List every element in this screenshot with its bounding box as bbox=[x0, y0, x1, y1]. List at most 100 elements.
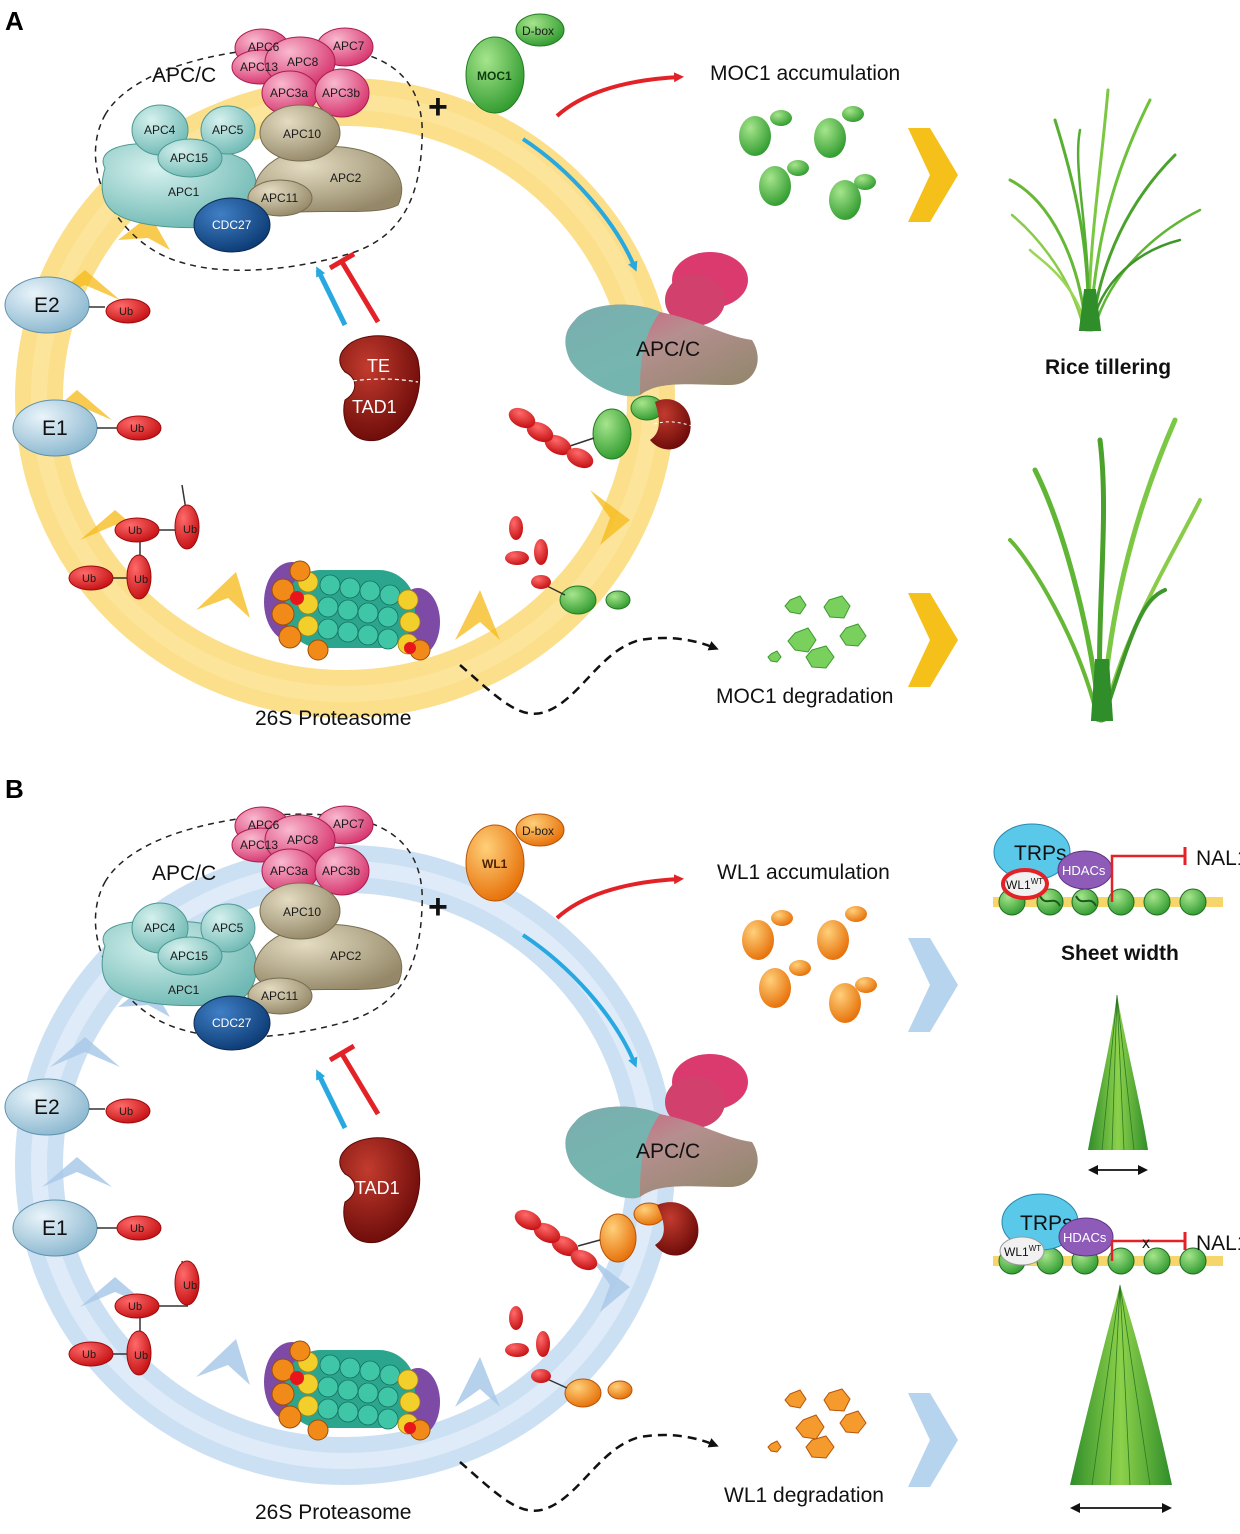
blocked-mark: x bbox=[1142, 1235, 1150, 1252]
ub-label: Ub bbox=[128, 1301, 142, 1313]
ub-label: Ub bbox=[130, 423, 144, 435]
bound-moc1 bbox=[592, 408, 632, 460]
apc-c-boundary bbox=[94, 46, 423, 271]
repression-line bbox=[1110, 854, 1185, 902]
ub-label: Ub bbox=[183, 1280, 197, 1292]
phenotype-chevron bbox=[908, 938, 958, 1032]
cdc27-subunit bbox=[193, 995, 271, 1051]
ub-protein bbox=[114, 1293, 160, 1319]
apc10-label: APC10 bbox=[283, 127, 321, 141]
bound-teal-lobe bbox=[565, 304, 660, 397]
proteasome-active-site bbox=[290, 1371, 304, 1385]
bound-tad1-divider bbox=[653, 421, 693, 427]
apc15-subunit bbox=[157, 138, 223, 178]
ring-arrow bbox=[590, 1257, 630, 1312]
d-box-domain bbox=[842, 106, 864, 122]
proteasome-26s bbox=[264, 1340, 440, 1441]
accumulation-arrow bbox=[555, 72, 684, 118]
panel-b: B APC/C APC6 APC7 APC13 APC8 APC3a A bbox=[4, 774, 1240, 1524]
apc5-subunit bbox=[200, 903, 256, 953]
d-box-domain bbox=[845, 906, 867, 922]
apc15-label: APC15 bbox=[170, 151, 208, 165]
degradation-arrow bbox=[459, 1433, 719, 1512]
ub-protein bbox=[126, 1330, 152, 1376]
bound-teal-lobe bbox=[565, 1106, 660, 1199]
apc3b-subunit bbox=[314, 846, 370, 896]
ub-bond bbox=[577, 1239, 601, 1247]
tad1-label: TAD1 bbox=[355, 1178, 400, 1198]
e2-enzyme bbox=[4, 1078, 90, 1136]
d-box-domain bbox=[787, 160, 809, 176]
degradation-label: MOC1 degradation bbox=[716, 685, 893, 708]
nal1-label: NAL1 bbox=[1196, 1232, 1240, 1255]
apc1-label: APC1 bbox=[168, 185, 200, 199]
wl1-chromatin-label: WL1WT bbox=[1004, 1244, 1041, 1259]
apc3b-label: APC3b bbox=[322, 864, 360, 878]
apc-c-khaki-subunits: APC10 APC2 APC11 bbox=[247, 104, 403, 217]
ub-label: Ub bbox=[134, 574, 148, 586]
ub-protein bbox=[531, 1369, 551, 1383]
wl1-protein bbox=[817, 920, 849, 960]
bound-tad1 bbox=[650, 399, 691, 450]
binding-arrow bbox=[521, 933, 638, 1068]
cdc27-subunit bbox=[193, 197, 271, 253]
apc3b-subunit bbox=[314, 68, 370, 118]
wide-leaf-blade bbox=[1070, 1284, 1172, 1513]
phenotype-label: Rice tillering bbox=[1045, 356, 1171, 379]
rice-plant-reduced bbox=[1008, 417, 1202, 723]
ub-protein bbox=[174, 504, 200, 550]
activation-arrow bbox=[315, 1069, 348, 1130]
ub-protein bbox=[534, 539, 548, 565]
apc11-subunit bbox=[247, 179, 313, 217]
polyubiquitin-chain: Ub Ub Ub Ub bbox=[68, 484, 200, 600]
d-box-label: D-box bbox=[522, 824, 554, 838]
accumulation-arrow bbox=[555, 874, 684, 920]
repression-line bbox=[1110, 1239, 1185, 1261]
ub-protein bbox=[174, 1260, 200, 1306]
d-box-domain bbox=[515, 13, 565, 47]
d-box-domain bbox=[854, 174, 876, 190]
moc1-protein bbox=[739, 116, 771, 156]
apc5-subunit bbox=[200, 105, 256, 155]
bound-pink-lobe bbox=[665, 274, 725, 326]
ub-label: Ub bbox=[82, 573, 96, 585]
ub-protein bbox=[508, 407, 536, 429]
apc2-label: APC2 bbox=[330, 171, 362, 185]
moc1-label: MOC1 bbox=[477, 69, 512, 83]
apc3a-label: APC3a bbox=[270, 864, 308, 878]
wl1-wt-protein bbox=[1001, 868, 1049, 900]
moc1-protein bbox=[759, 166, 791, 206]
inhibition-bar bbox=[328, 251, 356, 271]
ub-protein bbox=[105, 1098, 151, 1124]
ub-protein bbox=[68, 565, 114, 591]
panel-a: A APC/C APC6 APC7 APC13 APC8 bbox=[4, 6, 1202, 730]
apc-c-teal-subunits: APC4 APC5 APC15 APC1 bbox=[101, 902, 257, 1007]
apc-c-boundary bbox=[94, 813, 423, 1038]
bound-pink-lobe bbox=[665, 1076, 725, 1128]
apc13-label: APC13 bbox=[240, 838, 278, 852]
inhibition-line bbox=[339, 1052, 381, 1116]
ub-protein bbox=[126, 554, 152, 600]
rice-plant-tillering bbox=[1008, 88, 1202, 332]
ub-label: Ub bbox=[119, 1106, 133, 1118]
apc8-label: APC8 bbox=[287, 833, 319, 847]
ub-protein bbox=[116, 1215, 162, 1241]
d-box-domain bbox=[515, 813, 565, 847]
te-tad1-divider bbox=[345, 378, 419, 383]
ub-protein bbox=[526, 421, 554, 443]
apc7-label: APC7 bbox=[333, 817, 365, 831]
apc-c-label: APC/C bbox=[152, 64, 216, 87]
nal1-label: NAL1 bbox=[1196, 847, 1240, 870]
phenotype-chevron bbox=[908, 128, 958, 222]
accumulation-label: WL1 accumulation bbox=[717, 861, 890, 884]
chromatin-repression-blocked: TRPs HDACs WL1WT x NAL1 bbox=[993, 1193, 1240, 1275]
polyubiquitin-chain: Ub Ub Ub Ub bbox=[68, 1260, 200, 1376]
wl1-protein bbox=[564, 1378, 602, 1408]
wl1-protein bbox=[465, 824, 525, 902]
ub-label: Ub bbox=[130, 1223, 144, 1235]
ub-protein bbox=[509, 1306, 523, 1330]
apc1-label: APC1 bbox=[168, 983, 200, 997]
ub-protein bbox=[533, 1222, 561, 1244]
plus-sign: + bbox=[428, 88, 448, 126]
d-box-label: D-box bbox=[522, 24, 554, 38]
